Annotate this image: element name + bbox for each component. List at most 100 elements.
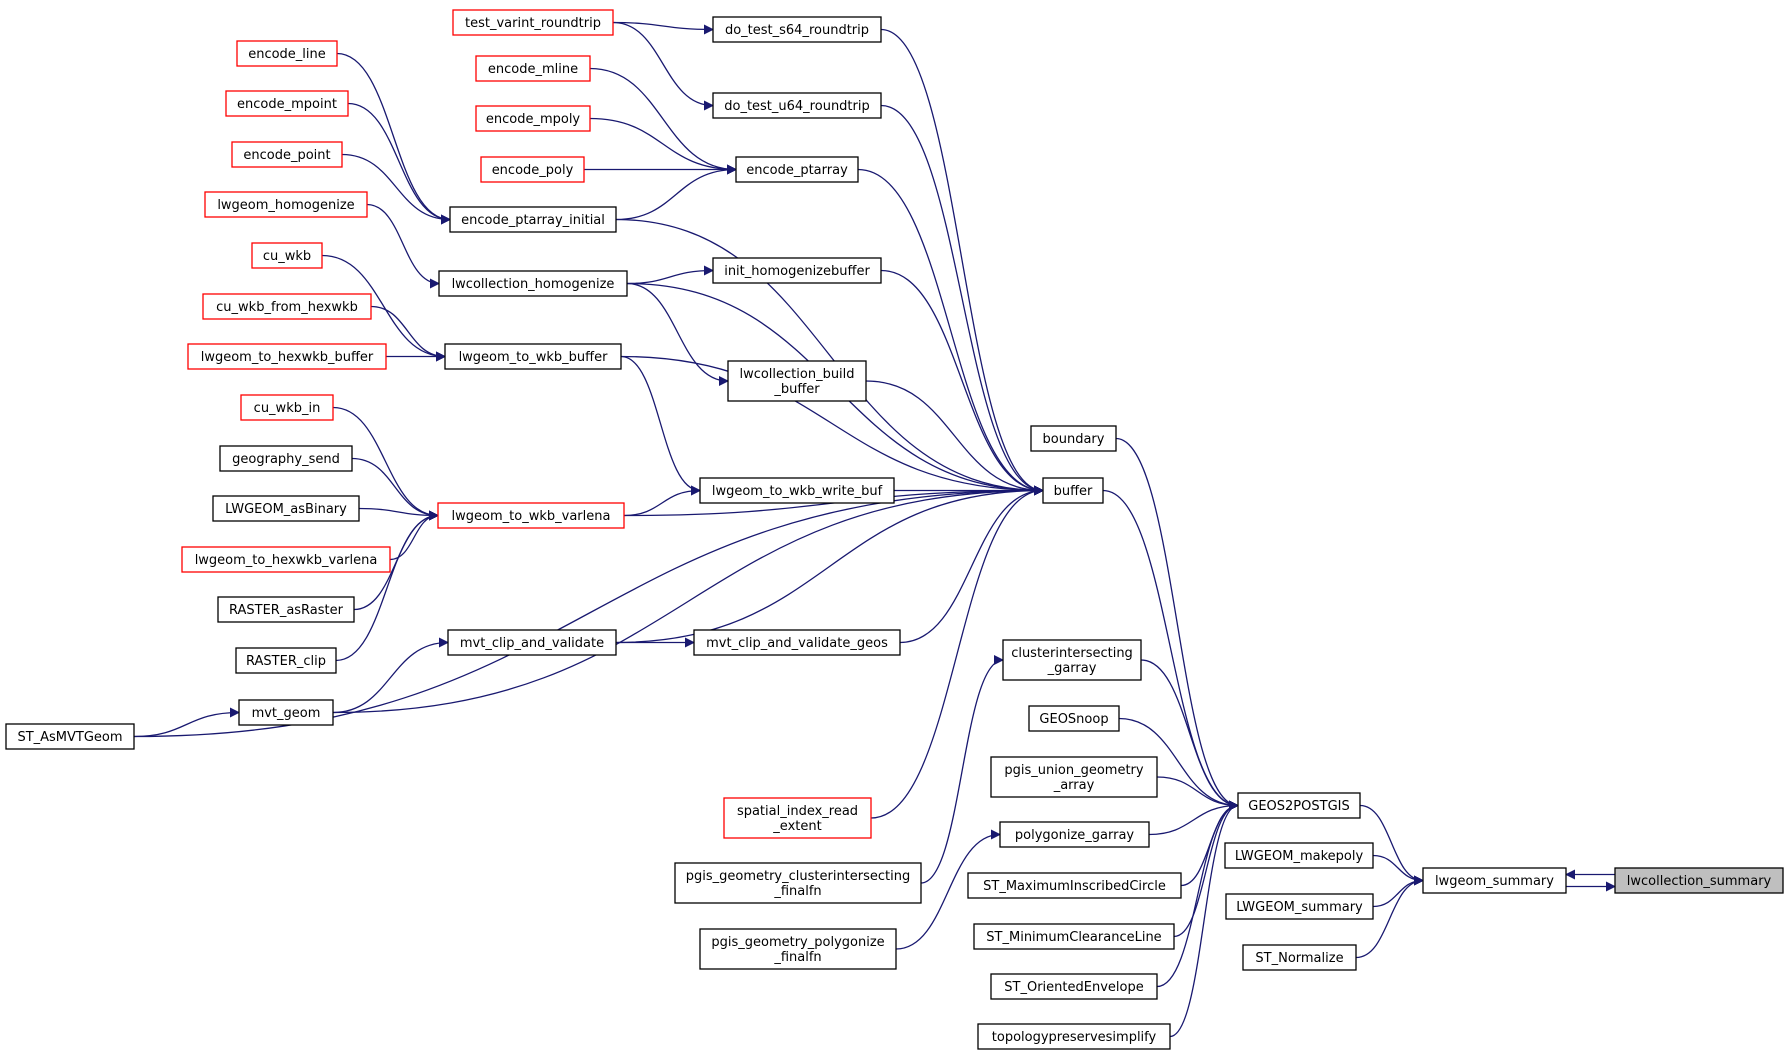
node-box bbox=[452, 9, 614, 36]
node-box bbox=[1614, 867, 1784, 894]
node-geography-send[interactable]: geography_send bbox=[219, 445, 353, 472]
node-box bbox=[238, 699, 334, 726]
node-label: mvt_clip_and_validate bbox=[460, 636, 604, 651]
node-pgis-geometry-polygonize-finalfn[interactable]: pgis_geometry_polygonize_finalfn bbox=[699, 928, 897, 970]
node-lwgeom-makepoly[interactable]: LWGEOM_makepoly bbox=[1224, 842, 1374, 869]
node-box bbox=[204, 191, 368, 218]
node-spatial-index-read-extent[interactable]: spatial_index_read_extent bbox=[723, 797, 872, 839]
edge-st-minimum-clearance-line-to-geos2-postgis bbox=[1173, 800, 1239, 938]
node-cu-wkb-in[interactable]: cu_wkb_in bbox=[240, 394, 334, 421]
node-label: buffer bbox=[1054, 484, 1093, 499]
node-label: boundary bbox=[1043, 432, 1105, 447]
node-polygonize-garray[interactable]: polygonize_garray bbox=[999, 821, 1150, 848]
node-encode-mpoint[interactable]: encode_mpoint bbox=[225, 90, 349, 117]
node-encode-line[interactable]: encode_line bbox=[236, 40, 338, 67]
node-do-test-u64-roundtrip[interactable]: do_test_u64_roundtrip bbox=[712, 92, 882, 119]
node-init-homogenizebuffer[interactable]: init_homogenizebuffer bbox=[712, 257, 882, 284]
node-st-as-mvtgeom[interactable]: ST_AsMVTGeom bbox=[5, 723, 135, 750]
node-st-normalize[interactable]: ST_Normalize bbox=[1242, 944, 1357, 971]
node-label: GEOSnoop bbox=[1039, 712, 1108, 727]
node-label: lwgeom_homogenize bbox=[217, 198, 354, 213]
node-box bbox=[699, 477, 895, 504]
node-lwgeom-to-wkb-buffer[interactable]: lwgeom_to_wkb_buffer bbox=[444, 343, 622, 370]
node-box bbox=[999, 821, 1150, 848]
edge-boundary-to-geos2-postgis bbox=[1115, 437, 1239, 811]
node-box bbox=[475, 55, 591, 82]
edge-topologypreservesimplify-to-geos2-postgis bbox=[1169, 800, 1239, 1038]
node-lwgeom-to-wkb-write-buf[interactable]: lwgeom_to_wkb_write_buf bbox=[699, 477, 895, 504]
node-boundary[interactable]: boundary bbox=[1030, 425, 1117, 452]
node-lwgeom-summary[interactable]: LWGEOM_summary bbox=[1225, 893, 1374, 920]
node-box bbox=[475, 105, 591, 132]
node-cu-wkb-from-hexwkb[interactable]: cu_wkb_from_hexwkb bbox=[202, 293, 372, 320]
edge-pgis-geometry-polygonize-finalfn-to-polygonize-garray bbox=[895, 829, 1001, 950]
node-encode-ptarray-initial[interactable]: encode_ptarray_initial bbox=[449, 206, 617, 233]
node-encode-mpoly[interactable]: encode_mpoly bbox=[475, 105, 591, 132]
node-label: _finalfn bbox=[773, 950, 821, 965]
nodes: test_varint_roundtrip do_test_s64_roundtr… bbox=[5, 9, 1784, 1050]
edge-lwgeom-to-wkb-buffer-to-buffer bbox=[620, 355, 1044, 496]
node-box bbox=[977, 1023, 1171, 1050]
node-box bbox=[225, 90, 349, 117]
node-mvt-clip-and-validate[interactable]: mvt_clip_and_validate bbox=[447, 629, 617, 656]
node-label: lwgeom_to_wkb_varlena bbox=[452, 509, 611, 524]
node-label: RASTER_asRaster bbox=[229, 603, 344, 618]
node-buffer[interactable]: buffer bbox=[1042, 477, 1104, 504]
node-label: do_test_s64_roundtrip bbox=[725, 23, 869, 38]
node-lwgeom-homogenize[interactable]: lwgeom_homogenize bbox=[204, 191, 368, 218]
node-pgis-union-geometry-array[interactable]: pgis_union_geometry_array bbox=[990, 756, 1158, 798]
node-lwgeom-to-hexwkb-varlena[interactable]: lwgeom_to_hexwkb_varlena bbox=[181, 546, 391, 573]
node-box bbox=[202, 293, 372, 320]
node-label: lwcollection_homogenize bbox=[452, 277, 615, 292]
edge-encode-mpoly-to-encode-ptarray bbox=[589, 117, 737, 175]
node-clusterintersecting-garray[interactable]: clusterintersecting_garray bbox=[1002, 639, 1142, 681]
edge-lwgeom-as-binary-to-lwgeom-to-wkb-varlena bbox=[358, 507, 439, 521]
node-lwgeom-to-wkb-varlena[interactable]: lwgeom_to_wkb_varlena bbox=[437, 502, 625, 529]
node-st-minimum-clearance-line[interactable]: ST_MinimumClearanceLine bbox=[973, 923, 1175, 950]
node-st-maximum-inscribed-circle[interactable]: ST_MaximumInscribedCircle bbox=[967, 872, 1182, 899]
node-label: spatial_index_read bbox=[737, 804, 858, 819]
node-st-oriented-envelope[interactable]: ST_OrientedEnvelope bbox=[990, 973, 1158, 1000]
node-label: pgis_geometry_polygonize bbox=[711, 935, 884, 950]
node-encode-poly[interactable]: encode_poly bbox=[480, 156, 585, 183]
edge-do-test-s64-roundtrip-to-buffer bbox=[880, 28, 1044, 496]
node-box bbox=[967, 872, 1182, 899]
node-label: lwcollection_build bbox=[739, 367, 854, 382]
edge-st-oriented-envelope-to-geos2-postgis bbox=[1156, 800, 1239, 988]
node-topologypreservesimplify[interactable]: topologypreservesimplify bbox=[977, 1023, 1171, 1050]
node-label: pgis_union_geometry bbox=[1004, 763, 1143, 778]
node-mvt-geom[interactable]: mvt_geom bbox=[238, 699, 334, 726]
node-raster-clip[interactable]: RASTER_clip bbox=[235, 647, 337, 674]
node-lwgeom-as-binary[interactable]: LWGEOM_asBinary bbox=[212, 495, 360, 522]
node-box bbox=[219, 445, 353, 472]
edge-test-varint-roundtrip-to-do-test-s64-roundtrip bbox=[612, 21, 714, 35]
node-encode-mline[interactable]: encode_mline bbox=[475, 55, 591, 82]
node-do-test-s64-roundtrip[interactable]: do_test_s64_roundtrip bbox=[712, 16, 882, 43]
node-box bbox=[235, 647, 337, 674]
node-encode-point[interactable]: encode_point bbox=[231, 141, 343, 168]
edge-lwgeom-homogenize-to-lwcollection-homogenize bbox=[366, 203, 440, 289]
node-box bbox=[712, 257, 882, 284]
node-box bbox=[181, 546, 391, 573]
edge-raster-clip-to-lwgeom-to-wkb-varlena bbox=[335, 510, 439, 662]
edge-spatial-index-read-extent-to-buffer bbox=[870, 485, 1044, 819]
node-box bbox=[1002, 639, 1142, 681]
node-lwcollection-homogenize[interactable]: lwcollection_homogenize bbox=[438, 270, 628, 297]
edge-mvt-geom-to-buffer bbox=[332, 485, 1044, 714]
node-lwgeom-summary[interactable]: lwgeom_summary bbox=[1422, 867, 1567, 894]
node-geos2-postgis[interactable]: GEOS2POSTGIS bbox=[1237, 792, 1361, 819]
node-box bbox=[240, 394, 334, 421]
node-box bbox=[236, 40, 338, 67]
node-pgis-geometry-clusterintersecting-finalfn[interactable]: pgis_geometry_clusterintersecting_finalf… bbox=[674, 862, 922, 904]
node-label: lwgeom_to_hexwkb_buffer bbox=[201, 350, 374, 365]
node-lwcollection-build-buffer[interactable]: lwcollection_build_buffer bbox=[727, 360, 867, 402]
node-box bbox=[990, 756, 1158, 798]
node-encode-ptarray[interactable]: encode_ptarray bbox=[735, 156, 859, 183]
edge-lwgeom-summary-to-lwgeom-summary bbox=[1372, 875, 1424, 908]
node-raster-as-raster[interactable]: RASTER_asRaster bbox=[217, 596, 355, 623]
node-lwgeom-to-hexwkb-buffer[interactable]: lwgeom_to_hexwkb_buffer bbox=[187, 343, 387, 370]
node-cu-wkb[interactable]: cu_wkb bbox=[251, 242, 323, 269]
node-mvt-clip-and-validate-geos[interactable]: mvt_clip_and_validate_geos bbox=[693, 629, 901, 656]
node-geosnoop[interactable]: GEOSnoop bbox=[1028, 705, 1120, 732]
node-test-varint-roundtrip[interactable]: test_varint_roundtrip bbox=[452, 9, 614, 36]
